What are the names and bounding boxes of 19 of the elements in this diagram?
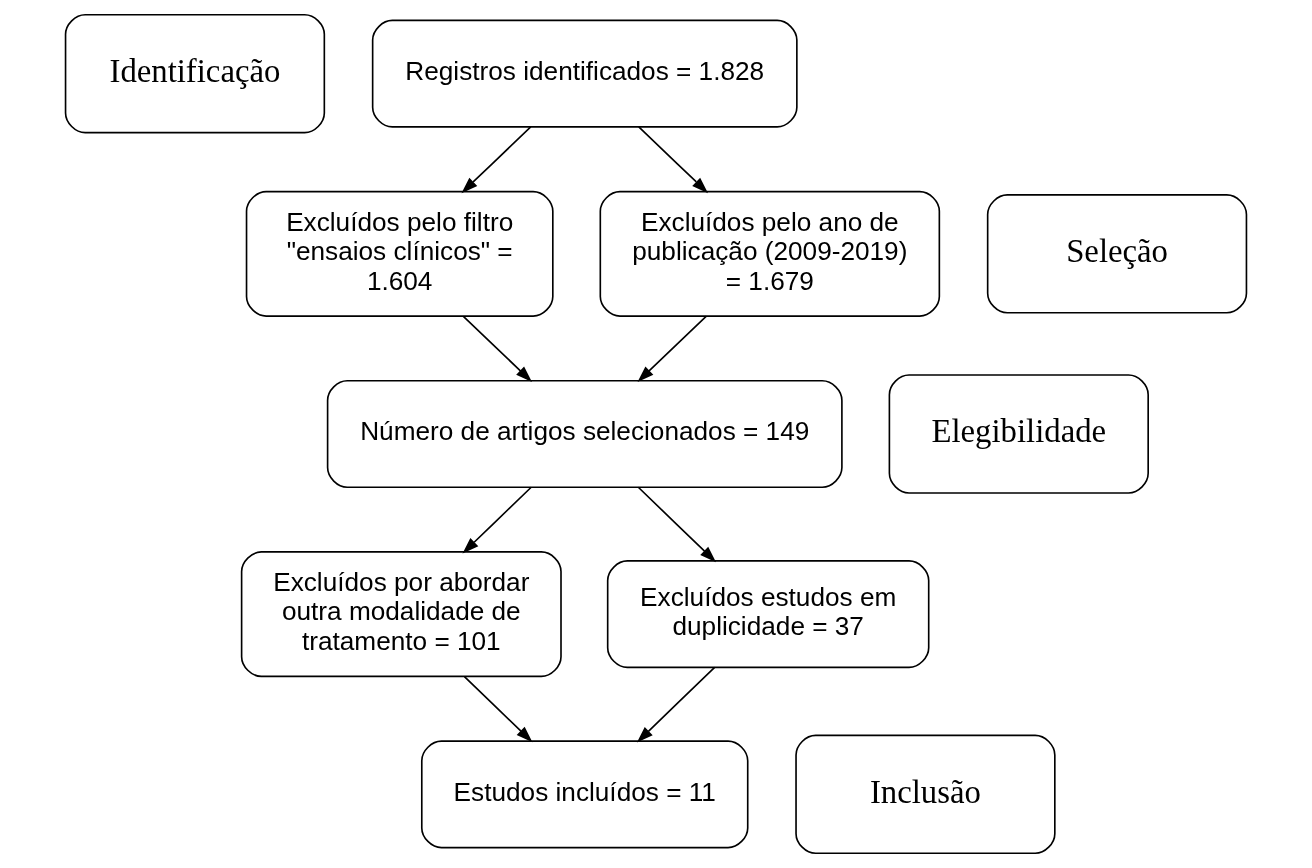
node-box: Excluídos por abordar outra modalidade de tratamento = 101 — [240, 551, 562, 678]
arrow — [637, 315, 707, 382]
arrow — [636, 666, 716, 743]
arrow — [637, 486, 717, 563]
arrow — [462, 486, 533, 554]
node-box: Excluídos pelo ano de publicação (2009-2019) = 1.679 — [599, 190, 941, 317]
node-box: Excluídos estudos em duplicidade = 37 — [606, 560, 930, 669]
arrow — [637, 126, 709, 194]
node-box: Número de artigos selecionados = 149 — [326, 379, 843, 489]
node-box: Seleção — [986, 194, 1248, 314]
arrow — [461, 126, 532, 194]
node-box: Identificação — [64, 13, 326, 134]
arrow — [463, 675, 533, 743]
node-box: Registros identificados = 1.828 — [371, 19, 798, 128]
node-box: Estudos incluídos = 11 — [420, 740, 749, 849]
node-box: Elegibilidade — [888, 374, 1149, 494]
arrow — [462, 315, 532, 382]
node-box: Excluídos pelo filtro "ensaios clínicos" = 1.604 — [245, 190, 554, 317]
node-box: Inclusão — [795, 734, 1056, 855]
